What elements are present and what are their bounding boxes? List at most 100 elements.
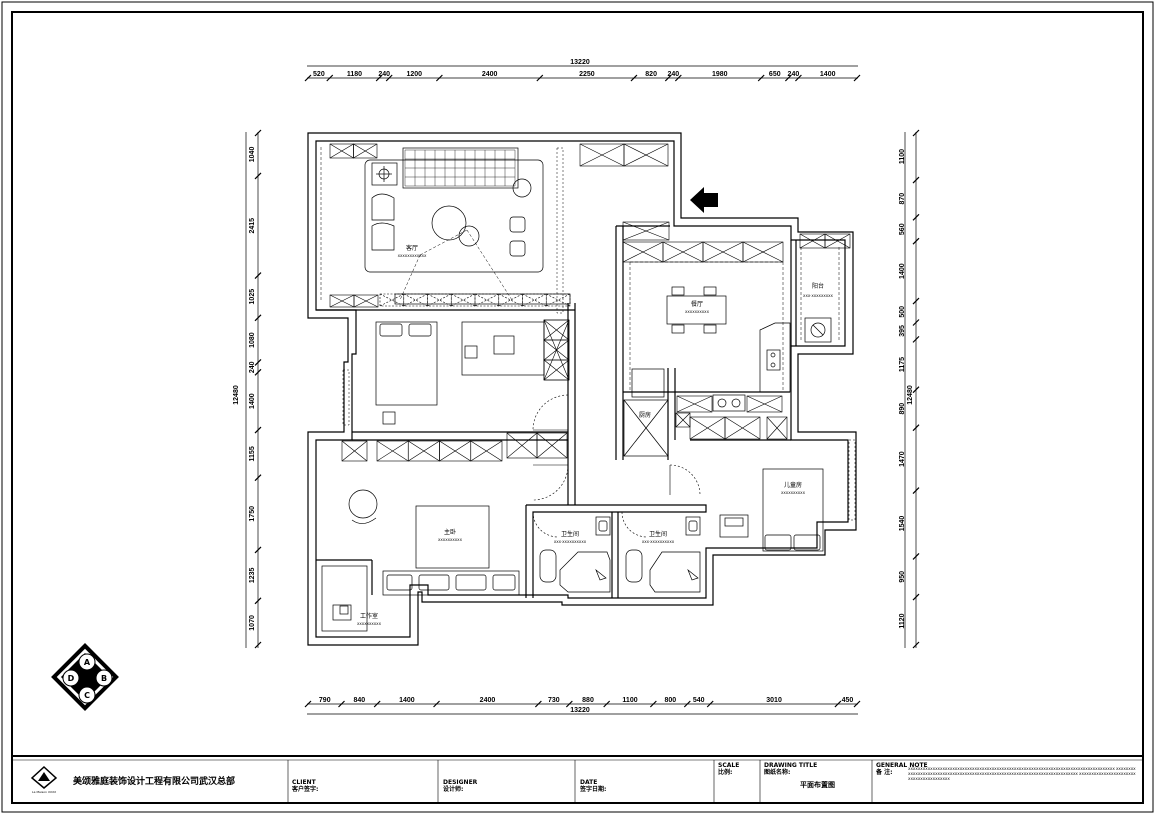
drawing-title-label-en: DRAWING TITLE	[764, 762, 818, 769]
cabinet-unit	[622, 221, 670, 241]
scale-field: SCALE 比例:	[718, 762, 739, 776]
sink-icon	[766, 349, 781, 371]
dimension-value: 1750	[249, 506, 256, 522]
room-label-living: 客厅	[406, 244, 418, 252]
dimension-value: 1100	[899, 149, 906, 164]
dimension-value: 240	[788, 71, 800, 78]
dimension-value: 1025	[249, 289, 256, 305]
dimension-value: 730	[548, 697, 560, 704]
door-swing	[532, 394, 569, 431]
dimension-value: 1400	[820, 71, 836, 78]
top-overall-dimension: 13220	[570, 59, 590, 66]
general-notes-field: GENERAL NOTE 备 注:	[876, 762, 928, 776]
fridge-icon	[631, 368, 665, 398]
room-label-balcony: 阳台	[812, 282, 824, 290]
kitchen-counter	[759, 322, 791, 393]
dimension-value: 800	[664, 697, 676, 704]
dashed-lines	[320, 147, 840, 393]
room-sub-bath2: XXX·XXXXXXXXXX	[642, 540, 675, 544]
door-swing	[532, 511, 559, 538]
date-field: DATE 签字日期:	[580, 779, 606, 793]
scale-label-en: SCALE	[718, 762, 740, 769]
general-notes-text: XXXXXXXXXXXXXXXXXXXXXXXXXXXXXXXXXXXXXXXX…	[908, 767, 1136, 781]
lounge-chair-icon	[371, 222, 395, 251]
dimension-value: 3010	[766, 697, 782, 704]
bathroom-fixtures	[539, 516, 701, 593]
dimension-value: 2415	[249, 218, 256, 234]
dimension-value: 1155	[249, 446, 256, 461]
drawing-name: 平面布置图	[800, 781, 835, 789]
lounge-chair-icon	[371, 193, 395, 221]
compass-b: B	[101, 674, 107, 683]
lounge-chair-icon	[348, 489, 378, 519]
notes-label-cn: 备 注:	[876, 769, 893, 776]
cabinet-unit	[746, 395, 783, 413]
client-label-en: CLIENT	[292, 779, 316, 786]
cabinet-unit	[623, 143, 669, 167]
study-desk	[321, 565, 368, 632]
designer-field: DESIGNER 设计师:	[443, 779, 477, 793]
vanity-sink-icon	[595, 516, 611, 536]
cabinet-unit	[353, 294, 379, 308]
dimension-value: 1400	[899, 263, 906, 279]
notes-label-en: GENERAL NOTE	[876, 762, 928, 769]
living-rug	[364, 159, 544, 273]
study-furniture	[321, 565, 368, 632]
drawing-title-label-cn: 图纸名称:	[764, 769, 791, 776]
door-swing	[532, 464, 569, 501]
desk	[461, 321, 545, 376]
doors	[532, 394, 701, 538]
dining-table	[666, 295, 727, 325]
tv-cabinet	[394, 293, 571, 305]
child-bed	[762, 468, 824, 552]
bottom-overall-dimension: 13220	[570, 707, 590, 714]
dimension-value: 1120	[899, 613, 906, 628]
room-sub-study: XXXXXXXXXX	[357, 622, 382, 626]
washing-machine-icon	[804, 317, 832, 343]
date-label-cn: 签字日期:	[580, 786, 607, 793]
dimension-value: 240	[667, 71, 679, 78]
dimension-value: 540	[693, 697, 705, 704]
dimension-value: 650	[769, 71, 781, 78]
coffee-table-icon	[458, 225, 480, 247]
room-sub-master: XXXXXXXXXX	[438, 538, 463, 542]
door-swing	[621, 511, 648, 538]
dimension-value: 1400	[249, 393, 256, 409]
shower-screen	[649, 551, 701, 593]
fridge-cabinet	[623, 399, 669, 457]
dimension-value: 820	[645, 71, 657, 78]
side-table-icon	[512, 178, 532, 198]
room-label-bath1: 卫生间	[561, 530, 579, 538]
dimension-value: 1200	[406, 71, 422, 78]
toilet-icon	[539, 549, 557, 583]
scale-label-cn: 比例:	[718, 769, 733, 776]
cabinet-unit	[379, 293, 405, 307]
stool-icon	[509, 216, 526, 233]
designer-label-en: DESIGNER	[443, 779, 478, 786]
dimension-value: 1400	[399, 697, 415, 704]
dimension-value: 500	[899, 306, 906, 318]
dimension-value: 880	[582, 697, 594, 704]
left-dimension-chain: 12480 1040241510251080240140011551750123…	[233, 129, 262, 649]
living-room-furniture	[364, 147, 571, 305]
dimension-value: 1235	[249, 567, 256, 583]
dimension-value: 1040	[249, 147, 256, 163]
room-sub-balcony: XXX·XXXXXXXXX	[803, 294, 833, 298]
sofa	[402, 147, 519, 189]
right-overall-dimension: 12480	[907, 385, 914, 405]
shower-screen	[559, 551, 611, 593]
dimension-value: 1175	[899, 357, 906, 372]
door-swing	[669, 464, 701, 496]
dimension-value: 240	[378, 71, 390, 78]
dimension-value: 950	[899, 571, 906, 583]
toilet-icon	[625, 549, 643, 583]
room-sub-living: XXXXXXXXXXXX	[398, 254, 427, 258]
cabinet-unit	[536, 432, 568, 459]
dining-furniture	[666, 286, 727, 334]
room-sub-bath1: XXX·XXXXXXXXXX	[554, 540, 587, 544]
cabinet-unit	[824, 233, 851, 249]
master-bed	[415, 505, 490, 569]
dimension-value: 2250	[579, 71, 595, 78]
